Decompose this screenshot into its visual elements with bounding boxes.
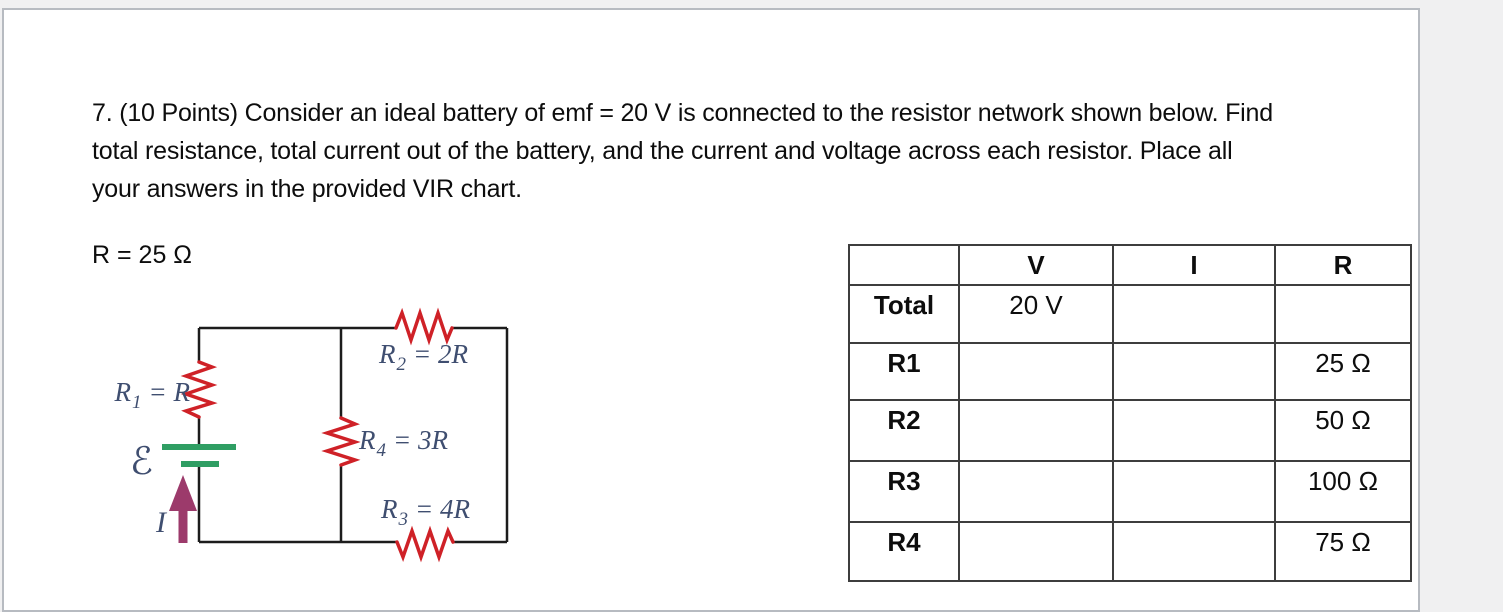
label-r4: R4= 3R bbox=[358, 425, 448, 461]
label-r2: R2= 2R bbox=[378, 339, 468, 375]
vir-cell-r2-v bbox=[958, 399, 1114, 462]
vir-label-r1: R1 bbox=[848, 342, 960, 401]
label-current: I bbox=[155, 506, 168, 539]
vir-cell-r3-i bbox=[1112, 460, 1276, 523]
vir-label-total: Total bbox=[848, 284, 960, 344]
vir-cell-r1-i bbox=[1112, 342, 1276, 401]
vir-chart: V I R Total 20 V R1 25 Ω R2 50 Ω R3 100 … bbox=[848, 244, 1412, 582]
label-emf-symbol: ℰ bbox=[130, 439, 153, 483]
circuit-labels: R1= R R2= 2R R4= 3R R3= 4R ℰ I bbox=[114, 339, 471, 539]
vir-header-r: R bbox=[1274, 244, 1412, 286]
question-text: 7. (10 Points) Consider an ideal battery… bbox=[92, 94, 1273, 208]
battery-plate-short bbox=[181, 461, 219, 467]
question-line-3: your answers in the provided VIR chart. bbox=[92, 175, 522, 203]
document-page: 7. (10 Points) Consider an ideal battery… bbox=[2, 8, 1420, 612]
battery-plate-long bbox=[162, 444, 236, 450]
vir-cell-total-i bbox=[1112, 284, 1276, 344]
vir-cell-r2-r: 50 Ω bbox=[1274, 399, 1412, 462]
label-r3: R3= 4R bbox=[380, 494, 470, 530]
question-line-2: total resistance, total current out of t… bbox=[92, 137, 1233, 165]
battery-symbol bbox=[162, 444, 236, 467]
vir-cell-r1-r: 25 Ω bbox=[1274, 342, 1412, 401]
vir-label-r4: R4 bbox=[848, 521, 960, 582]
vir-cell-total-r bbox=[1274, 284, 1412, 344]
vir-cell-r1-v bbox=[958, 342, 1114, 401]
resistor-symbols bbox=[180, 307, 455, 563]
vir-header-v: V bbox=[958, 244, 1114, 286]
vir-header-i: I bbox=[1112, 244, 1276, 286]
vir-cell-r4-r: 75 Ω bbox=[1274, 521, 1412, 582]
vir-row-r3: R3 100 Ω bbox=[848, 460, 1412, 523]
vir-cell-r3-r: 100 Ω bbox=[1274, 460, 1412, 523]
vir-row-total: Total 20 V bbox=[848, 284, 1412, 344]
circuit-diagram: R1= R R2= 2R R4= 3R R3= 4R ℰ I bbox=[114, 307, 509, 563]
vir-row-r4: R4 75 Ω bbox=[848, 521, 1412, 582]
current-arrow-icon bbox=[169, 475, 197, 543]
resistor-r2-icon bbox=[394, 307, 454, 346]
question-line-1: 7. (10 Points) Consider an ideal battery… bbox=[92, 99, 1273, 127]
vir-cell-r2-i bbox=[1112, 399, 1276, 462]
label-r1: R1= R bbox=[114, 377, 191, 413]
vir-label-r2: R2 bbox=[848, 399, 960, 462]
vir-cell-r4-v bbox=[958, 521, 1114, 582]
given-resistance-value: R = 25 Ω bbox=[92, 241, 192, 269]
vir-label-r3: R3 bbox=[848, 460, 960, 523]
circuit-wires bbox=[197, 326, 509, 544]
vir-row-r1: R1 25 Ω bbox=[848, 342, 1412, 401]
vir-cell-r4-i bbox=[1112, 521, 1276, 582]
resistor-r1-icon bbox=[180, 360, 218, 419]
vir-header-row: V I R bbox=[848, 244, 1412, 286]
vir-cell-r3-v bbox=[958, 460, 1114, 523]
vir-cell-total-v: 20 V bbox=[958, 284, 1114, 344]
resistor-r4-icon bbox=[321, 416, 361, 467]
vir-row-r2: R2 50 Ω bbox=[848, 399, 1412, 462]
vir-corner-cell bbox=[848, 244, 960, 286]
resistor-r3-icon bbox=[395, 525, 455, 563]
